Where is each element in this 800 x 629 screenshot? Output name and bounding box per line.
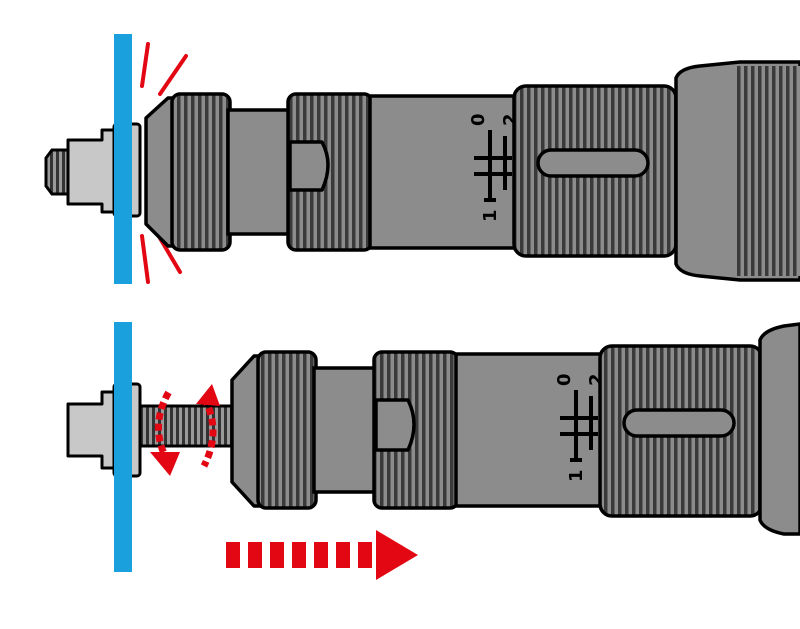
panel-bottom bbox=[114, 322, 132, 572]
tool-handle-top bbox=[674, 60, 800, 282]
tool-body-bottom: 0 2 1 bbox=[454, 352, 608, 508]
tool-shaft-top bbox=[226, 108, 292, 236]
tool-handle-bottom bbox=[758, 322, 800, 536]
tool-shaft-bottom bbox=[312, 366, 378, 494]
scale-mark-bottom bbox=[560, 390, 598, 462]
scale-mark-top bbox=[474, 130, 512, 202]
step-top: 0 2 1 bbox=[44, 34, 800, 284]
step-bottom: 0 2 1 bbox=[66, 322, 800, 580]
scale-label-zero-top: 0 bbox=[468, 113, 489, 126]
adjust-ring-bottom bbox=[598, 344, 764, 518]
lock-collar-top bbox=[286, 92, 374, 252]
tool-body-top: 0 2 1 bbox=[368, 94, 522, 250]
scale-label-one-bottom: 1 bbox=[566, 469, 587, 482]
scale-label-one-top: 1 bbox=[480, 209, 501, 222]
adjust-ring-top bbox=[512, 84, 678, 258]
pull-direction-arrow-icon bbox=[226, 530, 418, 580]
tool-nose-top bbox=[144, 92, 232, 252]
rotation-arrowhead-right bbox=[196, 384, 220, 406]
tool-nose-bottom bbox=[230, 350, 318, 510]
rotation-arrowhead-left bbox=[150, 452, 180, 476]
panel-top bbox=[114, 34, 132, 284]
lock-collar-bottom bbox=[372, 350, 460, 510]
scale-label-zero-bottom: 0 bbox=[554, 373, 575, 386]
mandrel-thread bbox=[138, 404, 234, 448]
